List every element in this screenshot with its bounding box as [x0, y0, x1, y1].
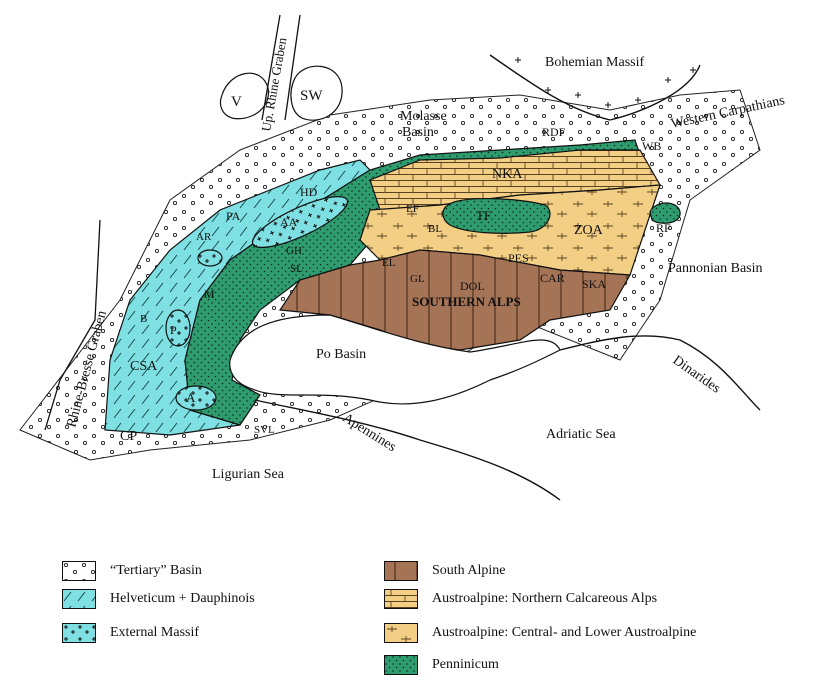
helveticum-swatch — [62, 589, 96, 609]
legend-label: “Tertiary” Basin — [110, 563, 202, 578]
up-rhine-graben-fault — [261, 14, 301, 121]
label-po-basin: Po Basin — [316, 347, 366, 362]
aar-massif — [251, 196, 349, 248]
bohemian-massif-crosses — [515, 57, 696, 108]
schwarzwald-massif — [290, 65, 343, 121]
tectonic-map: Bohemian Massif Molasse Basin Western Ca… — [19, 14, 786, 501]
legend-item-nca: Austroalpine: Northern Calcareous Alps — [384, 588, 657, 610]
label-southern-alps: SOUTHERN ALPS — [412, 294, 521, 309]
legend-label: External Massif — [110, 625, 200, 640]
label-dol: DOL — [460, 279, 485, 293]
tertiary-swatch — [62, 561, 96, 581]
label-m: M — [204, 287, 215, 301]
label-ef: EF — [406, 203, 419, 215]
central-swatch — [384, 623, 418, 643]
belledonne-massif — [197, 249, 223, 267]
argentera-massif — [175, 385, 217, 411]
massif-swatch — [62, 623, 96, 643]
label-p: P — [170, 323, 177, 337]
label-schwarzwald: SW — [300, 88, 323, 104]
label-sl: SL — [290, 263, 303, 275]
legend-item-south-alpine: South Alpine — [384, 560, 506, 582]
label-tf: TF — [476, 208, 491, 223]
legend-item-tertiary: “Tertiary” Basin — [62, 560, 202, 582]
apennines-front — [254, 399, 561, 501]
label-ska: SKA — [582, 277, 606, 291]
label-rf: RF — [656, 221, 671, 235]
label-bl: BL — [428, 223, 442, 235]
rhine-bresse-graben-fault — [44, 219, 101, 431]
tauern-window — [442, 197, 551, 234]
label-ar: AR — [196, 231, 212, 243]
label-dinarides: Dinarides — [670, 353, 723, 397]
bohemian-massif-boundary — [489, 54, 701, 121]
label-a: A — [186, 390, 196, 405]
label-hd: HD — [300, 185, 318, 199]
label-wb: WB — [642, 139, 661, 153]
legend: “Tertiary” Basin Helveticum + Dauphinois… — [0, 550, 826, 690]
legend-item-helveticum: Helveticum + Dauphinois — [62, 588, 255, 610]
label-gl: GL — [410, 273, 425, 285]
po-basin — [229, 314, 561, 405]
rechnitz-window — [649, 202, 681, 224]
label-el: EL — [382, 257, 396, 269]
legend-item-penninicum: Penninicum — [384, 654, 499, 676]
vosges-massif — [219, 72, 269, 120]
label-gh: GH — [286, 245, 302, 257]
label-molasse: Molasse — [400, 109, 447, 124]
south-alpine-swatch — [384, 561, 418, 581]
label-rdf: RDF — [542, 125, 566, 139]
label-adriatic-sea: Adriatic Sea — [546, 427, 616, 442]
legend-label: Penninicum — [432, 657, 499, 672]
label-zoa: ZOA — [574, 223, 604, 238]
legend-item-massif: External Massif — [62, 622, 199, 644]
mont-blanc-massif — [165, 309, 191, 347]
label-pa: PA — [226, 209, 241, 223]
label-cp: CP — [120, 429, 137, 444]
label-pes: PES — [508, 251, 529, 265]
label-svl: SVL — [254, 424, 275, 436]
label-csa: CSA — [130, 359, 158, 374]
label-nka: NKA — [492, 167, 523, 182]
legend-label: South Alpine — [432, 563, 506, 578]
penninicum-swatch — [384, 655, 418, 675]
label-car: CAR — [540, 271, 565, 285]
label-aa: AA — [280, 215, 298, 229]
label-basin: Basin — [402, 125, 434, 140]
label-apennines: Apennines — [340, 411, 399, 455]
label-b: B — [140, 313, 147, 325]
label-pannonian-basin: Pannonian Basin — [668, 261, 763, 276]
legend-label: Helveticum + Dauphinois — [110, 591, 255, 606]
label-bohemian-massif: Bohemian Massif — [545, 55, 644, 70]
label-ligurian-sea: Ligurian Sea — [212, 467, 285, 482]
dinarides-front — [559, 335, 761, 411]
legend-item-central: Austroalpine: Central- and Lower Austroa… — [384, 622, 696, 644]
label-vosges: V — [231, 94, 242, 110]
legend-label: Austroalpine: Northern Calcareous Alps — [432, 591, 658, 606]
legend-label: Austroalpine: Central- and Lower Austroa… — [432, 625, 697, 640]
nca-swatch — [384, 589, 418, 609]
